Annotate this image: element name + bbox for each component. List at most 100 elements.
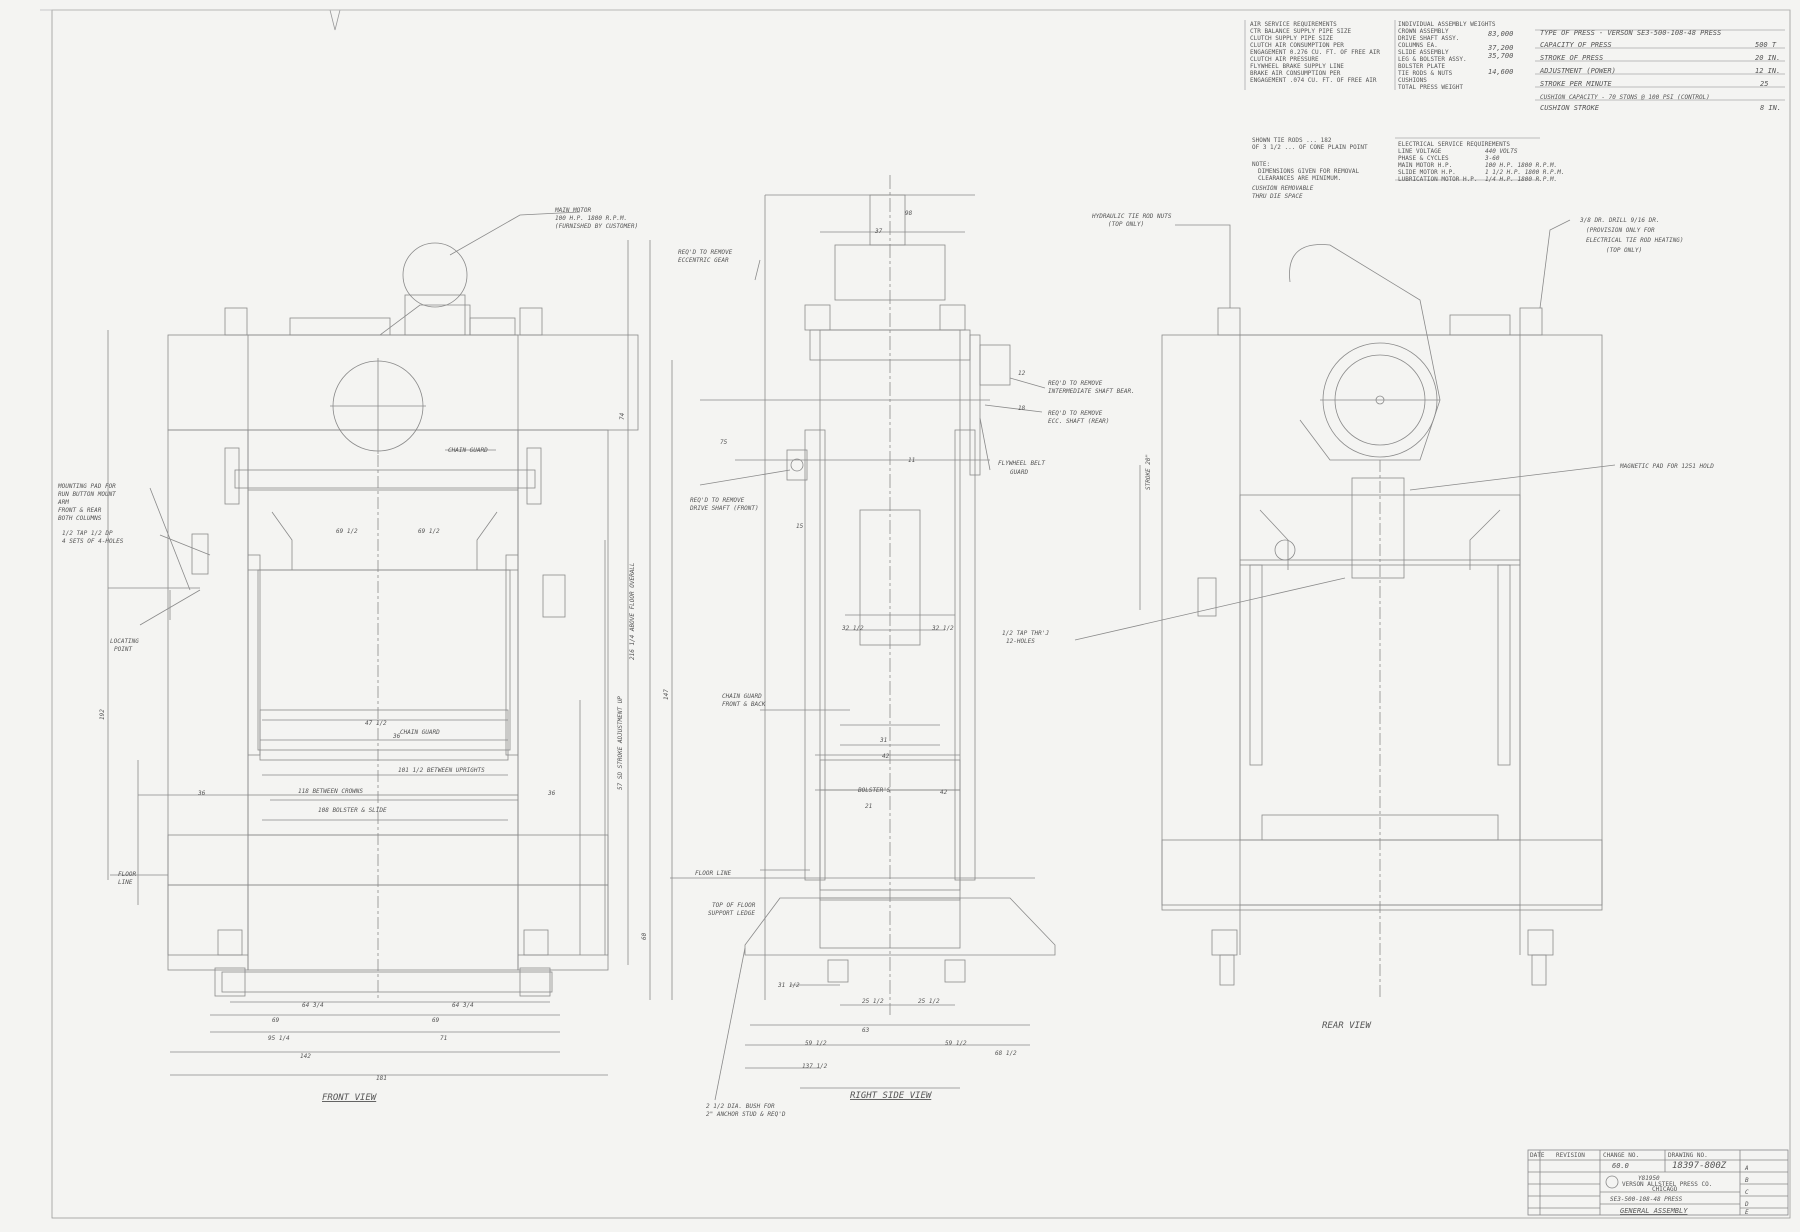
note-title: NOTE: <box>1252 161 1270 168</box>
cushion-note: THRU DIE SPACE <box>1252 193 1303 200</box>
dim-label: 36 <box>392 733 401 740</box>
spec-left-line: ENGAGEMENT .074 CU. FT. OF FREE AIR <box>1250 77 1377 84</box>
rear-tap-label: 12-HOLES <box>1006 638 1035 645</box>
rear-tap-label: 1/2 TAP THR'J <box>1002 630 1049 637</box>
dim-label: 68 1/2 <box>995 1050 1017 1057</box>
mounting-pad-label: FRONT & REAR <box>58 507 102 514</box>
electrical-value: 1/4 H.P. 1800 R.P.M. <box>1485 176 1557 183</box>
spec-right-value: 25 <box>1760 80 1768 88</box>
reqd-ecc-shaft-label: REQ'D TO REMOVE <box>1048 410 1103 417</box>
locating-label: POINT <box>114 646 132 653</box>
title-side-value: E <box>1745 1209 1749 1216</box>
side-view-labels: REQ'D TO REMOVE ECCENTRIC GEAR REQ'D TO … <box>678 210 1135 1118</box>
side-chain-guard-label: FRONT & BACK <box>722 701 766 708</box>
notes-block: SHOWN TIE RODS ... 182 OF 3 1/2 ... OF C… <box>1252 137 1368 200</box>
title-block-header: DATE <box>1530 1152 1545 1159</box>
dim-label: 69 1/2 <box>418 528 440 535</box>
title-side-value: C <box>1745 1189 1749 1196</box>
electrical-value: 1 1/2 H.P. 1800 R.P.M. <box>1485 169 1564 176</box>
spec-mid-line: LEG & BOLSTER ASSY. <box>1398 56 1467 63</box>
note-line: CLEARANCES ARE MINIMUM. <box>1258 175 1341 182</box>
dim-label: 75 <box>720 439 728 446</box>
sheet-border <box>51 9 1791 1219</box>
title-block-header: REVISION <box>1556 1152 1585 1159</box>
chain-guard-label: CHAIN GUARD <box>448 447 488 454</box>
dim-label: 32 1/2 <box>841 625 864 632</box>
bolster-slide-label: 108 BOLSTER & SLIDE <box>318 807 387 814</box>
company-name: VERSON ALLSTEEL PRESS CO. <box>1622 1181 1712 1188</box>
dim-label: 31 1/2 <box>777 982 800 989</box>
floor-line-label: FLOOR LINE <box>695 870 732 877</box>
mounting-pad-label: ARM <box>57 499 69 506</box>
stroke-adj-label: 57 SD STROKE ADJUSTMENT UP <box>617 696 624 790</box>
tie-rod-note: OF 3 1/2 ... OF CONE PLAIN POINT <box>1252 144 1368 151</box>
title-side-value: B <box>1745 1177 1749 1184</box>
dim-label: 11 <box>908 457 915 464</box>
anchor-label: 2" ANCHOR STUD & REQ'D <box>706 1111 786 1118</box>
dim-label: 31 <box>879 737 887 744</box>
dim-label: 64 3/4 <box>452 1002 474 1009</box>
spec-right-value: 500 T <box>1755 41 1777 49</box>
spec-mid-value: 83,000 <box>1488 30 1513 38</box>
electrical-line: LUBRICATION MOTOR H.P. <box>1398 176 1477 183</box>
front-view <box>107 211 673 1076</box>
dim-label: 36 <box>197 790 206 797</box>
tap-label: 4 SETS OF 4-HOLES <box>62 538 124 545</box>
title-small: Y81950 <box>1638 1175 1660 1182</box>
hydraulic-nuts-label: HYDRAULIC TIE ROD NUTS <box>1091 213 1172 220</box>
above-floor-label: 216 1/4 ABOVE FLOOR OVERALL <box>629 562 636 660</box>
spec-mid-value: 37,200 <box>1487 44 1513 52</box>
reqd-drive-front-label: REQ'D TO REMOVE <box>690 497 745 504</box>
side-chain-guard-label: CHAIN GUARD <box>722 693 762 700</box>
spec-right-block: TYPE OF PRESS - VERSON SE3-500-108-48 PR… <box>1539 29 1781 112</box>
spec-left-line: CLUTCH AIR CONSUMPTION PER <box>1250 42 1344 49</box>
spec-mid-line: TOTAL PRESS WEIGHT <box>1398 84 1463 91</box>
front-view-title: FRONT VIEW <box>322 1093 378 1103</box>
tap-label: 1/2 TAP 1/2 DP <box>62 530 113 537</box>
drill-label: (PROVISION ONLY FOR <box>1586 227 1655 234</box>
between-crowns-label: 118 BETWEEN CROWNS <box>298 788 363 795</box>
electrical-line: PHASE & CYCLES <box>1398 155 1449 162</box>
dim-label: 59 1/2 <box>805 1040 827 1047</box>
drawing-name: GENERAL ASSEMBLY <box>1620 1207 1688 1215</box>
spec-mid-value: 35,700 <box>1487 52 1513 60</box>
flywheel-guard-label: GUARD <box>1010 469 1028 476</box>
dim-label: 71 <box>440 1035 447 1042</box>
mounting-pad-label: RUN BUTTON MOUNT <box>58 491 116 498</box>
reqd-intermediate-label: REQ'D TO REMOVE <box>1048 380 1103 387</box>
spec-tables <box>1244 20 1785 181</box>
floor-label: LINE <box>118 879 133 886</box>
title-block <box>1527 1149 1789 1216</box>
title-side-value: D <box>1744 1201 1749 1208</box>
model-name: SE3-500-108-48 PRESS <box>1610 1196 1683 1203</box>
spec-mid-value: 14,600 <box>1488 68 1513 76</box>
reqd-eccentric-label: REQ'D TO REMOVE <box>678 249 733 256</box>
spec-right-line: ADJUSTMENT (POWER) <box>1539 67 1616 75</box>
dim-label: 47 1/2 <box>365 720 387 727</box>
tie-rod-note: SHOWN TIE RODS ... 182 <box>1252 137 1332 144</box>
dim-label: 32 1/2 <box>931 625 954 632</box>
dim-label: 147 <box>663 689 670 700</box>
electrical-value: 440 VOLTS <box>1485 148 1518 155</box>
spec-left-line: CLUTCH SUPPLY PIPE SIZE <box>1250 35 1333 42</box>
rear-view <box>1074 219 1616 1000</box>
spec-mid-line: CUSHIONS <box>1398 77 1427 84</box>
front-view-labels: MAIN MOTOR 100 H.P. 1800 R.P.M. (FURNISH… <box>57 207 670 1103</box>
stroke-label: STROKE 20" <box>1145 454 1152 490</box>
dim-label: 69 1/2 <box>336 528 358 535</box>
electrical-line: LINE VOLTAGE <box>1398 148 1442 155</box>
spec-right-line: STROKE PER MINUTE <box>1540 80 1612 88</box>
flywheel-guard-label: FLYWHEEL BELT <box>998 460 1045 467</box>
dim-label: 137 1/2 <box>802 1063 828 1070</box>
top-of-floor-label: TOP OF FLOOR <box>712 902 756 909</box>
top-of-floor-label: SUPPORT LEDGE <box>708 910 755 917</box>
spec-mid-line: COLUMNS EA. <box>1398 42 1438 49</box>
spec-right-line: STROKE OF PRESS <box>1540 54 1603 62</box>
spec-left-line: AIR SERVICE REQUIREMENTS <box>1250 21 1337 28</box>
dim-label: 15 <box>796 523 804 530</box>
drawing-number: 18397-800Z <box>1672 1161 1727 1171</box>
dim-label: 74 <box>619 412 626 420</box>
dim-label: 60 <box>641 932 648 940</box>
electrical-line: MAIN MOTOR H.P. <box>1398 162 1452 169</box>
